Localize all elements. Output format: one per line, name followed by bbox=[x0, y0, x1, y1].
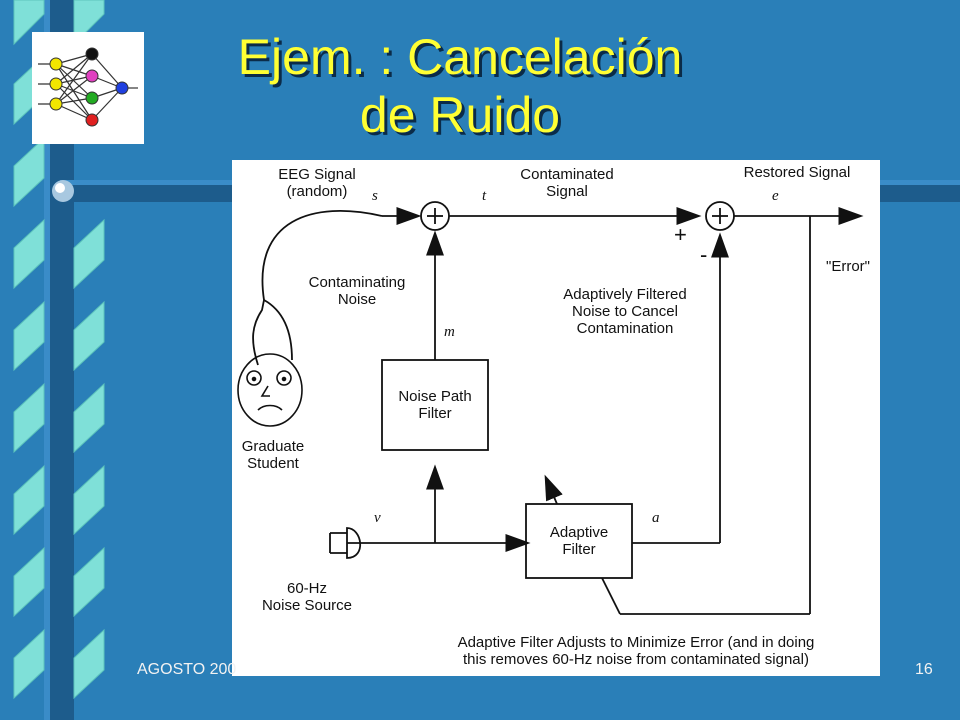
label-bottom-note: Adaptive Filter Adjusts to Minimize Erro… bbox=[457, 634, 815, 668]
var-s: s bbox=[372, 188, 378, 204]
diagram-lines bbox=[237, 201, 864, 615]
label-adaptive-filter: Adaptive Filter bbox=[549, 524, 609, 558]
var-v: v bbox=[374, 510, 381, 526]
neural-network-icon bbox=[38, 47, 138, 127]
logo-box bbox=[32, 32, 144, 144]
title-line-1: Ejem. : Cancelación bbox=[237, 29, 683, 85]
label-noise-path-filter: Noise Path Filter bbox=[398, 388, 472, 422]
var-m: m bbox=[444, 324, 455, 340]
label-graduate-student: Graduate Student bbox=[241, 438, 305, 472]
noise-cancellation-diagram: EEG Signal (random) Contaminated Signal … bbox=[232, 160, 880, 676]
minus-sign: - bbox=[700, 242, 708, 267]
graduate-student-face bbox=[237, 353, 303, 427]
label-eeg-signal: EEG Signal (random) bbox=[278, 166, 356, 200]
var-e: e bbox=[772, 188, 779, 204]
noise-path-filter-box bbox=[381, 359, 489, 451]
label-error: "Error" bbox=[826, 258, 870, 275]
footer-date: AGOSTO 200 bbox=[137, 661, 237, 678]
var-a: a bbox=[652, 510, 660, 526]
label-contaminated-signal: Contaminated Signal bbox=[520, 166, 614, 200]
label-contaminating-noise: Contaminating Noise bbox=[308, 274, 406, 308]
page-number: 16 bbox=[915, 661, 933, 678]
var-t: t bbox=[482, 188, 487, 204]
label-adaptively-filtered: Adaptively Filtered Noise to Cancel Cont… bbox=[563, 286, 687, 337]
adaptive-filter-box bbox=[525, 503, 633, 579]
plus-sign: + bbox=[674, 222, 687, 247]
slide-title: Ejem. : Cancelación de Ruido bbox=[160, 28, 760, 144]
label-restored-signal: Restored Signal bbox=[743, 164, 851, 181]
title-line-2: de Ruido bbox=[359, 87, 561, 143]
label-noise-source: 60-Hz Noise Source bbox=[261, 580, 353, 614]
